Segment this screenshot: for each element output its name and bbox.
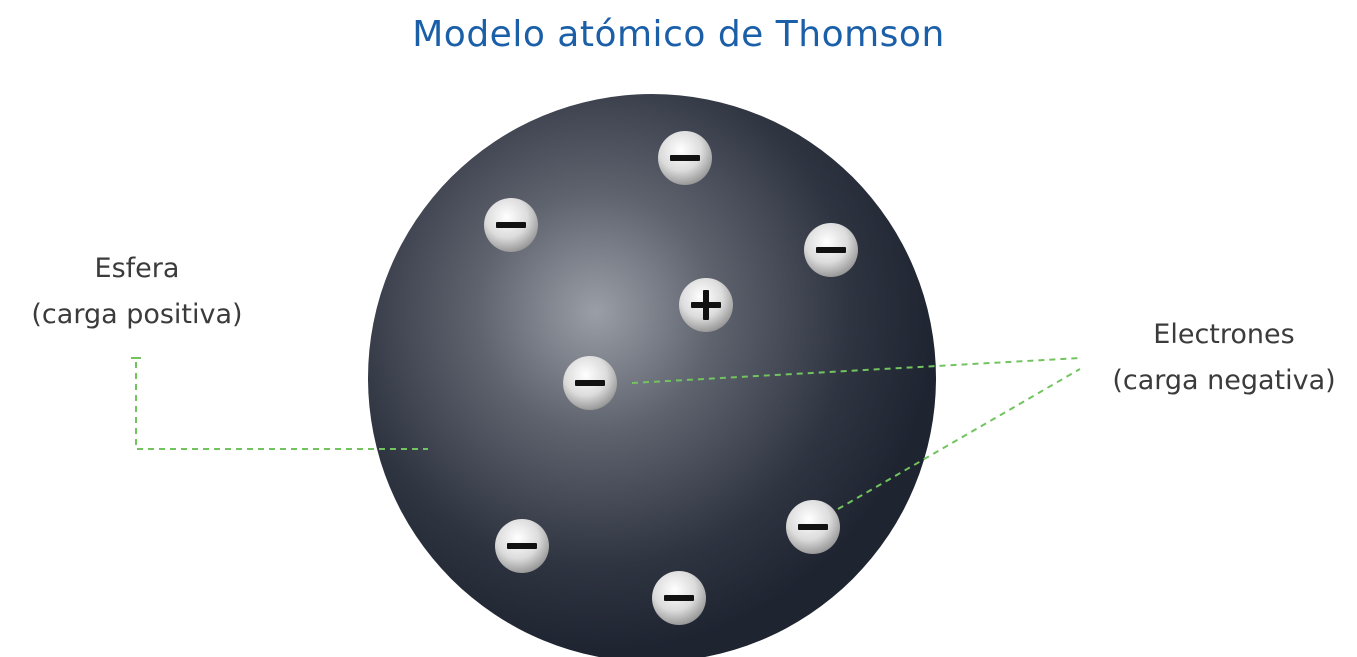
electrons-label-charge: (carga negativa) [1112, 365, 1336, 396]
electron [652, 571, 706, 625]
electron-leader-lines [631, 357, 1081, 510]
sphere-label: Esfera (carga positiva) [6, 246, 268, 338]
sphere-label-name: Esfera [94, 253, 180, 284]
electron [804, 223, 858, 277]
electron [484, 198, 538, 252]
sphere-leader-line [131, 357, 428, 450]
sphere-label-charge: (carga positiva) [31, 299, 243, 330]
positive-sphere [368, 94, 936, 657]
proton [679, 278, 733, 332]
electron [786, 500, 840, 554]
electron [658, 131, 712, 185]
diagram-title: Modelo atómico de Thomson [412, 14, 945, 55]
electron [495, 519, 549, 573]
electron [563, 356, 617, 410]
electrons-label: Electrones (carga negativa) [1093, 312, 1355, 404]
electrons-label-name: Electrones [1153, 319, 1295, 350]
